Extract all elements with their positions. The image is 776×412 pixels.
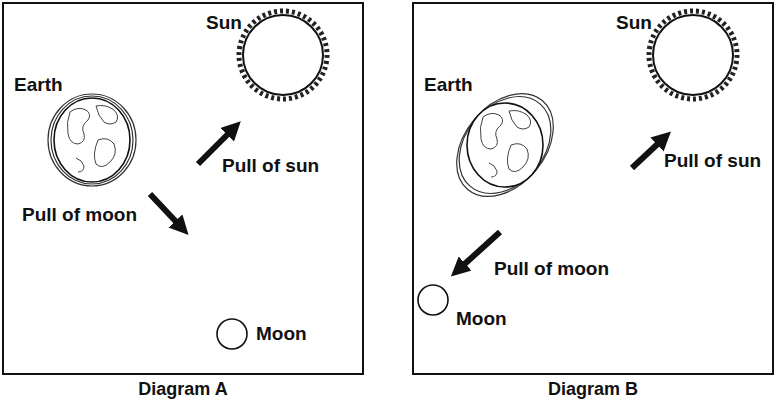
sun-b — [649, 11, 737, 99]
body-label: Pull of sun — [222, 155, 319, 177]
earth-b — [437, 75, 573, 215]
sun-a — [239, 11, 327, 99]
pull-arrow — [458, 232, 500, 270]
body-label: Moon — [256, 323, 307, 345]
body-label: Pull of moon — [494, 258, 609, 280]
pull-arrow — [150, 194, 182, 228]
body-label: Sun — [616, 12, 652, 34]
moon-a — [217, 319, 247, 349]
body-label: Earth — [424, 74, 473, 96]
body-label: Sun — [206, 12, 242, 34]
body-label: Earth — [14, 74, 63, 96]
earth-a — [48, 94, 136, 186]
pull-arrow — [632, 138, 664, 168]
body-label: Moon — [456, 308, 507, 330]
diagram-caption: Diagram B — [414, 379, 772, 400]
diagram-caption: Diagram A — [4, 379, 362, 400]
diagram-panel: Diagram A — [2, 2, 364, 375]
body-label: Pull of moon — [22, 204, 137, 226]
moon-b — [418, 285, 448, 315]
body-label: Pull of sun — [664, 150, 761, 172]
